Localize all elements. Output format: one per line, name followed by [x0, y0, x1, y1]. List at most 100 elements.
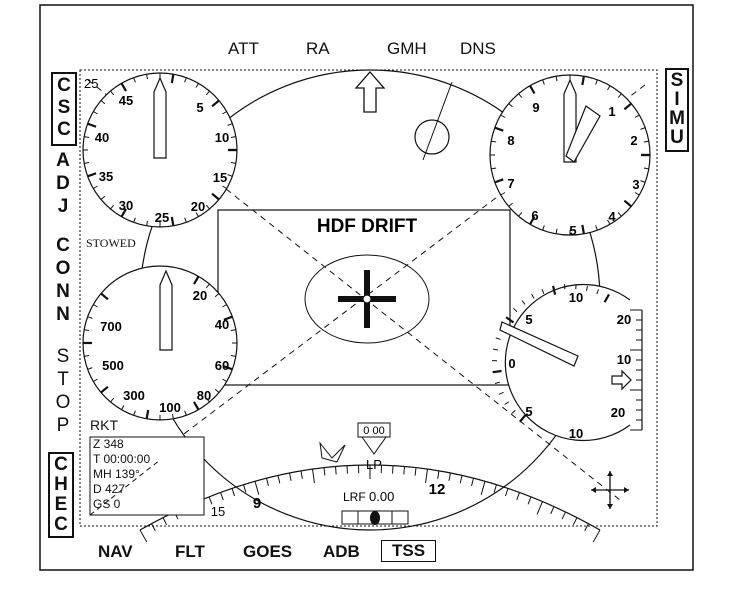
gauge-tick — [505, 316, 515, 324]
menu-tss[interactable]: TSS — [381, 540, 437, 562]
gauge-tick — [230, 355, 236, 357]
menu-adb[interactable]: ADB — [323, 542, 360, 561]
heading-tick — [516, 492, 520, 501]
gauge-tick — [585, 285, 589, 291]
gauge-tick — [100, 292, 109, 301]
gauge-tick-label: 40 — [215, 317, 229, 332]
chec-letter: C — [54, 514, 68, 535]
gauge-tick — [518, 93, 523, 98]
gauge-tick — [184, 410, 187, 416]
gauge-tick — [93, 111, 98, 115]
gauge-tick — [87, 172, 97, 178]
heading-tick — [139, 529, 148, 543]
chec-letter: E — [54, 494, 68, 515]
menu-dns[interactable]: DNS — [460, 39, 496, 58]
gauge-tick-label: 7 — [507, 176, 514, 191]
heading-tick — [266, 478, 269, 487]
heading-tick — [300, 470, 303, 479]
heading-tick — [493, 484, 497, 493]
gauge-tick — [603, 293, 610, 303]
menu-flt[interactable]: FLT — [175, 542, 205, 561]
rkt-gs: GS 0 — [93, 497, 121, 511]
simu-button[interactable]: S I M U — [665, 68, 689, 152]
menu-gmh[interactable]: GMH — [387, 39, 427, 58]
heading-tick — [480, 481, 486, 495]
gauge-tick — [100, 195, 106, 200]
rkt-t: T 00:00:00 — [93, 452, 151, 466]
lrf-slider[interactable] — [341, 510, 409, 525]
gauge-tick — [205, 283, 210, 289]
conn-letter[interactable]: C — [56, 235, 70, 256]
gauge-tick — [542, 79, 545, 85]
stop-letter[interactable]: S — [56, 346, 70, 367]
heading-tick-label: 9 — [253, 495, 261, 512]
gauge-tick — [500, 192, 506, 196]
heading-tick — [162, 517, 168, 526]
gauge-tick — [146, 74, 148, 80]
conn-letter[interactable]: N — [56, 281, 70, 302]
up-arrow-icon[interactable] — [354, 71, 386, 113]
gauge-tick — [84, 136, 90, 138]
heading-tick — [471, 478, 474, 487]
gauge-tick — [552, 285, 557, 295]
gauge-tick — [541, 289, 545, 295]
gauge-tick-label: 25 — [155, 210, 169, 225]
csc-button[interactable]: C S C — [51, 72, 77, 146]
heading-tick — [231, 488, 236, 497]
gauge-tick — [555, 228, 558, 234]
stop-letter[interactable]: T — [57, 369, 69, 390]
gauge-tick — [193, 401, 200, 411]
conn-letter[interactable]: O — [55, 258, 71, 279]
menu-att[interactable]: ATT — [228, 39, 259, 58]
gauge-tick-label: 5 — [525, 404, 532, 419]
gauge-tick — [87, 316, 93, 319]
menu-nav[interactable]: NAV — [98, 542, 133, 561]
gauge-tick — [211, 192, 220, 201]
scale-tick-label: 10 — [617, 352, 631, 367]
adj-letter[interactable]: D — [56, 173, 70, 194]
gauge-top-left: 45 5 10 15 20 25 30 35 40 — [82, 72, 238, 228]
move-arrows-icon[interactable] — [591, 471, 629, 509]
gauge-tick — [110, 397, 115, 403]
rkt-z: Z 348 — [93, 437, 124, 451]
gauge-tick-label: 15 — [213, 170, 227, 185]
gauge-tick-label: 35 — [99, 169, 113, 184]
gauge-tick — [222, 185, 227, 189]
adj-letter[interactable]: J — [57, 196, 69, 217]
menu-goes[interactable]: GOES — [243, 542, 293, 561]
gauge-tick — [595, 79, 598, 85]
gauge-tick — [120, 208, 127, 218]
scale-tick-label: 20 — [611, 405, 625, 420]
rkt-label: RKT — [90, 417, 118, 433]
gauge-tick — [145, 409, 150, 420]
heading-tick — [335, 466, 337, 475]
gauge-tick — [93, 185, 98, 189]
gauge-tick — [491, 167, 497, 170]
gauge-tick — [227, 174, 233, 177]
gauge-tick — [110, 204, 115, 210]
gauge-tick-label: 1 — [608, 104, 615, 119]
gauge-tick-label: 2 — [630, 133, 637, 148]
gauge-needle-secondary — [565, 105, 601, 163]
stowed-label: STOWED — [86, 236, 136, 250]
heading-box-value: 0 00 — [363, 425, 384, 437]
heading-tick — [572, 517, 578, 526]
gauge-tick — [511, 409, 516, 415]
center-title: HDF DRIFT — [317, 216, 418, 237]
adj-letter[interactable]: A — [56, 150, 70, 171]
heading-tick — [151, 523, 156, 531]
gauge-tick — [222, 378, 227, 382]
gauge-tick — [223, 365, 233, 371]
gauge-needle — [159, 269, 173, 351]
stop-letter[interactable]: O — [55, 392, 71, 413]
simu-letter: U — [670, 127, 684, 148]
menu-ra[interactable]: RA — [306, 39, 330, 58]
conn-letter[interactable]: N — [56, 304, 70, 325]
chec-button[interactable]: C H E C — [48, 452, 74, 538]
gauge-tick — [492, 369, 502, 374]
simu-letter: M — [669, 108, 685, 129]
gauge-tick — [230, 136, 236, 138]
stop-letter[interactable]: P — [56, 415, 70, 436]
crosshair-icon[interactable] — [338, 270, 396, 328]
gauge-tick — [495, 337, 501, 340]
